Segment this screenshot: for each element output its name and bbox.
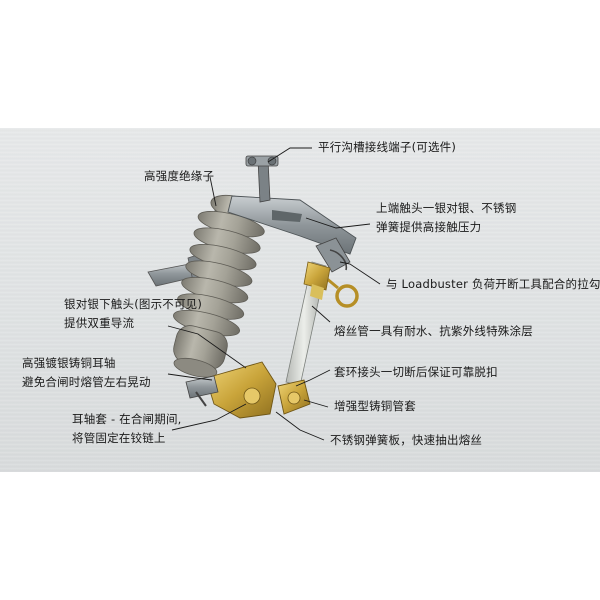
leader-trunnion (171, 403, 247, 431)
leader-upper-contact (305, 217, 371, 229)
label-insulator: 高强度绝缘子 (144, 169, 215, 183)
leader-fuse-tube (311, 305, 331, 323)
leader-terminal (267, 147, 312, 163)
fuse-tube (285, 261, 331, 387)
label-trunnion-line2: 将管固定在铰链上 (72, 431, 166, 445)
top-terminal (227, 155, 357, 255)
label-fuse-tube: 熔丝管一具有耐水、抗紫外线特殊涂层 (334, 324, 533, 338)
leader-sleeve (303, 399, 329, 408)
label-shaft-line2: 避免合闸时熔管左右晃动 (22, 375, 151, 389)
label-hook: 与 Loadbuster 负荷开断工具配合的拉勾 (386, 277, 600, 291)
upper-contact (315, 237, 351, 273)
lower-fittings (185, 361, 311, 419)
leader-spring-plate (275, 411, 325, 441)
leader-ring (295, 369, 331, 387)
label-shaft-line1: 高强镀银铸铜耳轴 (22, 356, 116, 370)
leader-insulator (209, 176, 217, 207)
label-upper-contact-line2: 弹簧提供高接触压力 (376, 220, 482, 234)
label-lower-contact-line2: 提供双重导流 (64, 316, 135, 330)
label-lower-contact-line1: 银对银下触头(图示不可见) (64, 297, 203, 311)
label-upper-contact-line1: 上端触头一银对银、不锈钢 (376, 201, 517, 215)
label-spring-plate: 不锈钢弹簧板，快速抽出熔丝 (330, 433, 483, 447)
label-sleeve: 增强型铸铜管套 (334, 399, 416, 413)
diagram-panel (0, 128, 600, 472)
pull-ring (325, 276, 359, 308)
leader-lines (167, 147, 381, 441)
leader-lower-contact (167, 325, 247, 369)
leader-shaft (167, 373, 213, 381)
label-terminal: 平行沟槽接线端子(可选件) (318, 140, 457, 154)
label-ring: 套环接头一切断后保证可靠脱扣 (334, 365, 498, 379)
leader-hook (339, 261, 381, 285)
label-trunnion-line1: 耳轴套 - 在合闸期间, (72, 412, 182, 426)
